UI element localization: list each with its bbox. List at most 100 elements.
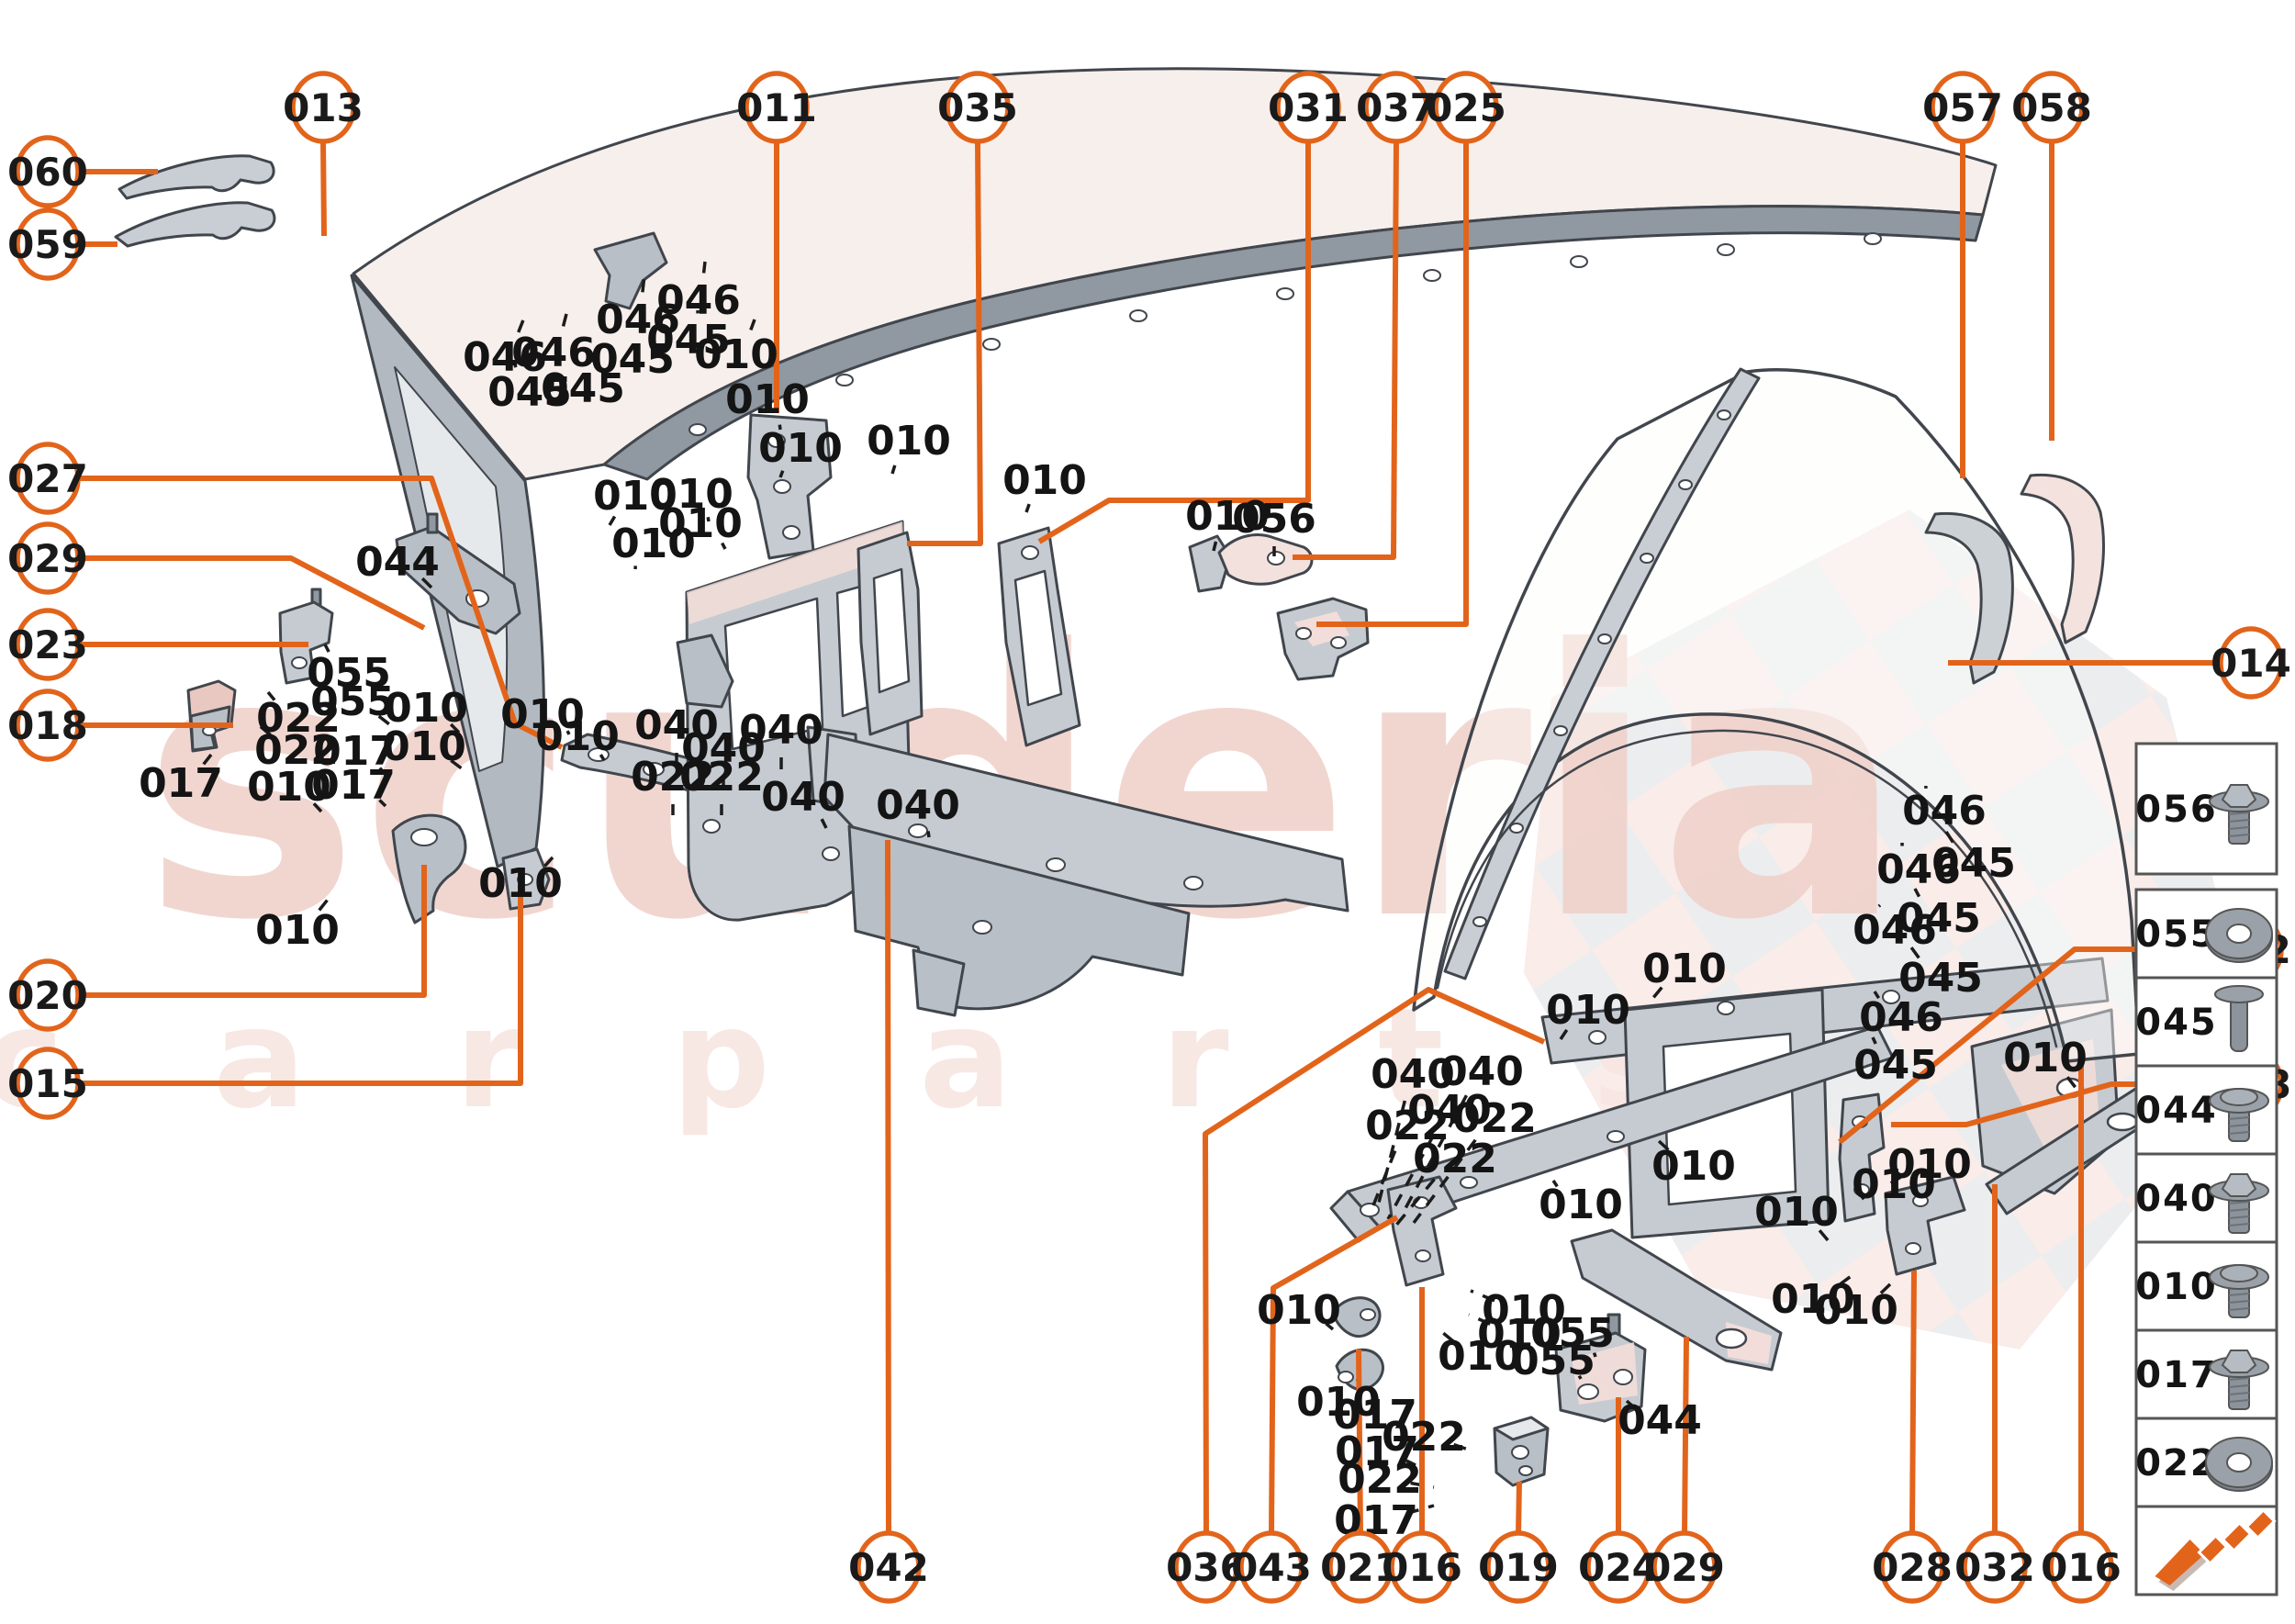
callout-057-6[interactable]: 057: [1922, 71, 2003, 144]
label-dash-010: [608, 515, 617, 526]
label-dash-017: [202, 753, 213, 766]
callout-018-13[interactable]: 018: [7, 689, 88, 762]
hexbolt-icon: [2209, 784, 2269, 845]
callout-circle-060[interactable]: [15, 135, 81, 208]
callout-circle-029[interactable]: [15, 521, 81, 595]
callout-circle-058[interactable]: [2019, 71, 2085, 144]
leader-013: [320, 140, 327, 237]
part-label-046: 046: [1902, 788, 1987, 834]
label-dash-010: [706, 517, 711, 522]
part-label-022: 022: [254, 727, 339, 774]
callout-circle-020[interactable]: [15, 958, 81, 1032]
label-dash-046: [1873, 991, 1881, 1000]
callout-circle-013[interactable]: [290, 71, 356, 144]
part-label-010: 010: [2003, 1035, 2088, 1081]
callout-circle-059[interactable]: [15, 207, 81, 281]
callout-019-24[interactable]: 019: [1478, 1530, 1559, 1604]
callout-number-029: 029: [1644, 1545, 1725, 1590]
leader-020: [79, 865, 427, 998]
callout-circle-043[interactable]: [1238, 1530, 1304, 1604]
callout-011-1[interactable]: 011: [736, 71, 817, 144]
callout-016-29[interactable]: 016: [2041, 1530, 2121, 1604]
part-label-010: 010: [1477, 1311, 1562, 1358]
label-dash-045: [1909, 946, 1920, 959]
callout-013-0[interactable]: 013: [283, 71, 364, 144]
callout-circle-024[interactable]: [1585, 1530, 1651, 1604]
callout-circle-016[interactable]: [2048, 1530, 2114, 1604]
label-dash-055: [1577, 1374, 1583, 1380]
callout-circle-057[interactable]: [1930, 71, 1996, 144]
callout-059-9[interactable]: 059: [7, 207, 88, 281]
callout-circle-037[interactable]: [1363, 71, 1429, 144]
callout-circle-031[interactable]: [1275, 71, 1341, 144]
callout-014-16[interactable]: 014: [2211, 626, 2291, 700]
callout-circle-015[interactable]: [15, 1047, 81, 1120]
callout-circle-028[interactable]: [1879, 1530, 1945, 1604]
callout-058-7[interactable]: 058: [2011, 71, 2092, 144]
callout-circle-036[interactable]: [1173, 1530, 1239, 1604]
callout-060-8[interactable]: 060: [7, 135, 88, 208]
callout-043-21[interactable]: 043: [1231, 1530, 1312, 1604]
part-label-044: 044: [355, 539, 440, 586]
callout-029-11[interactable]: 029: [7, 521, 88, 595]
callout-circle-042[interactable]: [856, 1530, 922, 1604]
callout-015-15[interactable]: 015: [7, 1047, 88, 1120]
part-label-045: 045: [487, 369, 572, 416]
label-dash-010: [1559, 1028, 1569, 1040]
part-label-044: 044: [1618, 1397, 1702, 1444]
part-label-010: 010: [1814, 1287, 1898, 1334]
callout-circle-035[interactable]: [945, 71, 1011, 144]
callout-circle-029[interactable]: [1651, 1530, 1718, 1604]
callout-042-19[interactable]: 042: [848, 1530, 929, 1604]
callout-circle-025[interactable]: [1433, 71, 1499, 144]
legend-id-056: 056: [2135, 789, 2218, 831]
callout-036-20[interactable]: 036: [1166, 1530, 1247, 1604]
callout-circle-018[interactable]: [15, 689, 81, 762]
label-dash-022: [1392, 1178, 1436, 1230]
label-dash-010: [1441, 1331, 1455, 1343]
callout-circle-016[interactable]: [1389, 1530, 1455, 1604]
part-label-010: 010: [1546, 987, 1630, 1034]
legend-row-040: 040: [2134, 1152, 2278, 1244]
label-dash-010: [1468, 1313, 1491, 1326]
callout-circle-023[interactable]: [15, 608, 81, 681]
part-label-045: 045: [590, 336, 675, 383]
callout-circle-019[interactable]: [1485, 1530, 1551, 1604]
leader-028: [1909, 1270, 1917, 1535]
callout-number-036: 036: [1166, 1545, 1247, 1590]
callout-027-10[interactable]: 027: [7, 442, 88, 515]
callout-circle-014[interactable]: [2218, 626, 2284, 700]
label-dash-010: [1818, 1229, 1830, 1243]
part-label-010: 010: [1002, 457, 1087, 504]
callout-circle-032[interactable]: [1962, 1530, 2028, 1604]
part-label-010: 010: [694, 331, 778, 378]
leader-027: [79, 476, 564, 750]
callout-032-28[interactable]: 032: [1954, 1530, 2035, 1604]
part-label-010: 010: [758, 425, 843, 472]
callout-circle-011[interactable]: [744, 71, 810, 144]
callout-020-14[interactable]: 020: [7, 958, 88, 1032]
callout-024-25[interactable]: 024: [1578, 1530, 1659, 1604]
label-dash-010: [1656, 1138, 1670, 1151]
callout-025-5[interactable]: 025: [1426, 71, 1506, 144]
callout-028-27[interactable]: 028: [1872, 1530, 1953, 1604]
part-label-055: 055: [310, 678, 395, 725]
callout-023-12[interactable]: 023: [7, 608, 88, 681]
part-strip-060: [118, 154, 275, 200]
part-label-010: 010: [1482, 1287, 1566, 1334]
legend-row-022: 022: [2134, 1417, 2278, 1508]
part-label-055: 055: [1530, 1310, 1615, 1357]
callout-016-23[interactable]: 016: [1382, 1530, 1462, 1604]
callout-035-2[interactable]: 035: [937, 71, 1018, 144]
callout-029-26[interactable]: 029: [1644, 1530, 1725, 1604]
legend-id-045: 045: [2135, 1002, 2218, 1044]
part-label-045: 045: [1897, 895, 1981, 942]
legend-id-040: 040: [2135, 1178, 2218, 1220]
callout-circle-027[interactable]: [15, 442, 81, 515]
part-label-046: 046: [463, 334, 547, 381]
callout-031-3[interactable]: 031: [1268, 71, 1349, 144]
leader-025: [1316, 140, 1469, 627]
callout-037-4[interactable]: 037: [1356, 71, 1437, 144]
callout-021-22[interactable]: 021: [1320, 1530, 1401, 1604]
